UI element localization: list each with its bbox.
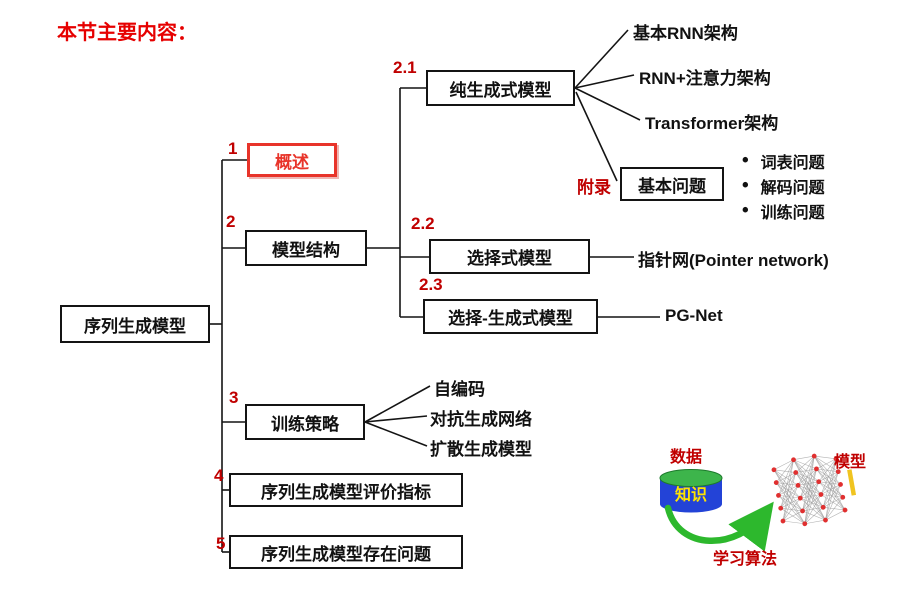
leaf-diffusion: 扩散生成模型	[430, 440, 532, 459]
branch-number-2-3: 2.3	[419, 275, 443, 294]
leaf-rnn-attention: RNN+注意力架构	[639, 69, 771, 88]
branch-number-4: 4	[214, 466, 224, 485]
connector-lines	[210, 29, 660, 553]
branch-number-2: 2	[226, 212, 236, 231]
node-pure-generative: 纯生成式模型	[426, 70, 575, 106]
node-training-strategy: 训练策略	[245, 404, 365, 440]
leaf-pointer-network: 指针网(Pointer network)	[638, 251, 829, 270]
list-item-label: 解码问题	[760, 179, 825, 197]
node-overview: 概述	[247, 143, 337, 177]
neural-network-icon	[771, 453, 857, 527]
branch-number-2-2: 2.2	[411, 214, 435, 233]
leaf-gan: 对抗生成网络	[430, 410, 532, 429]
data-label: 数据	[670, 449, 703, 466]
branch-number-3: 3	[229, 388, 239, 407]
basic-problem-list: 词表问题 解码问题 训练问题	[742, 148, 825, 223]
leaf-transformer: Transformer架构	[645, 114, 779, 133]
node-basic-problems: 基本问题	[620, 167, 724, 201]
appendix-tag: 附录	[577, 178, 611, 197]
knowledge-cylinder-icon: 知识	[659, 469, 723, 513]
algorithm-label: 学习算法	[713, 551, 778, 568]
branch-number-1: 1	[228, 139, 238, 158]
branch-number-2-1: 2.1	[393, 58, 417, 77]
list-item-training: 训练问题	[742, 198, 825, 223]
leaf-basic-rnn: 基本RNN架构	[633, 24, 738, 43]
list-item-label: 词表问题	[760, 154, 825, 172]
node-select-generative: 选择-生成式模型	[423, 299, 598, 334]
node-root: 序列生成模型	[60, 305, 210, 343]
leaf-autoencoder: 自编码	[434, 380, 485, 399]
page-title: 本节主要内容：	[57, 22, 197, 44]
list-item-decoding: 解码问题	[742, 173, 825, 198]
model-label: 模型	[834, 454, 867, 471]
knowledge-label: 知识	[675, 485, 707, 504]
node-model-structure: 模型结构	[245, 230, 367, 266]
list-item-label: 训练问题	[760, 204, 825, 222]
node-evaluation-metrics: 序列生成模型评价指标	[229, 473, 463, 507]
node-selective-model: 选择式模型	[429, 239, 590, 274]
node-existing-problems: 序列生成模型存在问题	[229, 535, 463, 569]
learning-arrow-icon	[664, 501, 774, 552]
branch-number-5: 5	[216, 534, 226, 553]
leaf-pg-net: PG-Net	[665, 306, 723, 325]
list-item-vocab: 词表问题	[742, 148, 825, 173]
